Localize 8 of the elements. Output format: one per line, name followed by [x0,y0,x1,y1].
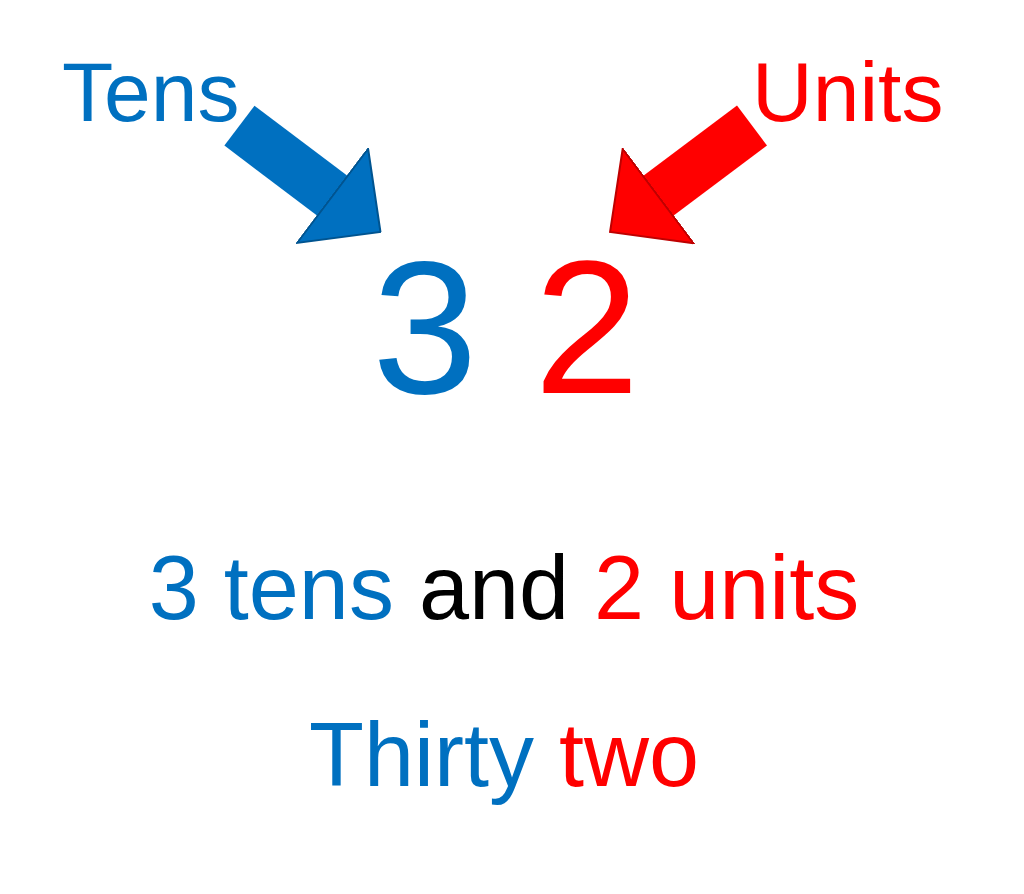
column-heading: Units [752,50,944,134]
number-name-text: Thirty two [308,704,700,807]
digit: 2 [534,232,640,422]
block-arrow [609,105,767,245]
block-arrow [224,105,382,244]
digit: 3 [372,232,478,422]
column-heading: Tens [62,50,240,134]
expanded-form-text: 3 tens and 2 units [148,537,860,640]
